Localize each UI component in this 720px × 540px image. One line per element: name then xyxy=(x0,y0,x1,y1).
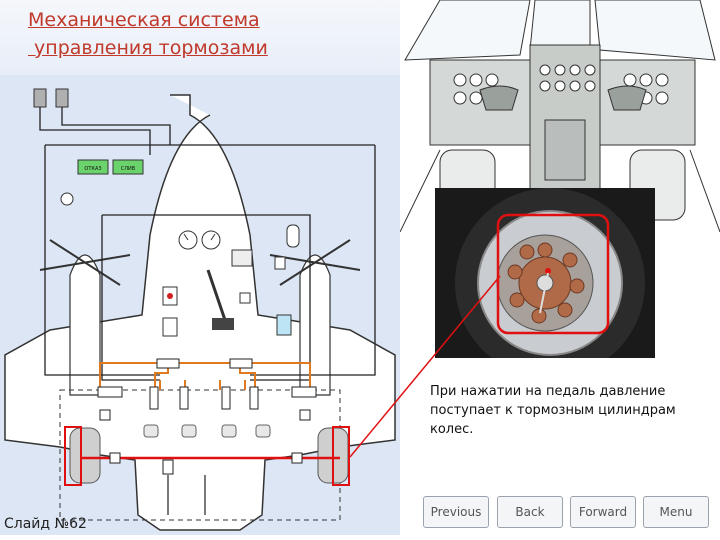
green-box-left xyxy=(77,159,109,175)
engine-right xyxy=(299,254,331,396)
brake-valve-left xyxy=(97,386,123,398)
green-box-left-label: ОТКАЗ xyxy=(84,166,101,172)
engine-left xyxy=(69,254,101,396)
photo-highlight xyxy=(496,213,610,335)
gauges xyxy=(453,64,669,105)
wheel-left-highlight xyxy=(64,426,82,486)
wheel-right-highlight xyxy=(332,426,350,486)
valve-block xyxy=(231,249,253,267)
lower-switch xyxy=(162,317,178,337)
aircraft-schematic-drawing: ОТКАЗ СЛИВ xyxy=(4,88,396,531)
fuselage-outline xyxy=(4,94,396,531)
reservoir xyxy=(276,314,292,336)
dist-block-left xyxy=(156,358,180,369)
yoke-left xyxy=(479,85,519,111)
propeller-left xyxy=(39,239,131,286)
top-switch-right xyxy=(55,88,69,108)
small-valve xyxy=(274,256,286,270)
accumulator xyxy=(286,224,300,248)
wheel-left xyxy=(69,427,101,484)
green-box-right xyxy=(112,159,144,175)
yoke-right xyxy=(607,85,647,111)
caption-text: При нажатии на педаль давление поступает… xyxy=(430,384,676,437)
pistons xyxy=(143,424,271,438)
small-gauge-icon xyxy=(60,192,74,206)
top-switch-left xyxy=(33,88,47,108)
menu-button[interactable]: Menu xyxy=(643,496,709,528)
slide-number: Слайд №62 xyxy=(4,516,87,532)
brake-lever xyxy=(206,269,227,321)
brake-cylinders xyxy=(99,386,311,421)
green-box-right-label: СЛИВ xyxy=(121,166,136,172)
previous-button[interactable]: Previous xyxy=(423,496,489,528)
slide-title-line-2: управления тормозами xyxy=(28,37,268,59)
slide-title-line-1: Механическая система xyxy=(28,9,260,31)
wheel-brake-image xyxy=(435,188,655,378)
brake-system-schematic: ОТКАЗ СЛИВ xyxy=(0,75,400,535)
dist-block-right xyxy=(229,358,253,369)
back-button[interactable]: Back xyxy=(497,496,563,528)
wheel-brake-photo xyxy=(435,188,655,378)
slide-title: Механическая система управления тормозам… xyxy=(28,6,388,62)
connector-box xyxy=(239,292,251,304)
title-band xyxy=(0,0,400,75)
brake-line xyxy=(539,272,549,314)
brake-valve-right xyxy=(291,386,317,398)
lever-base xyxy=(212,318,234,330)
forward-button[interactable]: Forward xyxy=(570,496,636,528)
